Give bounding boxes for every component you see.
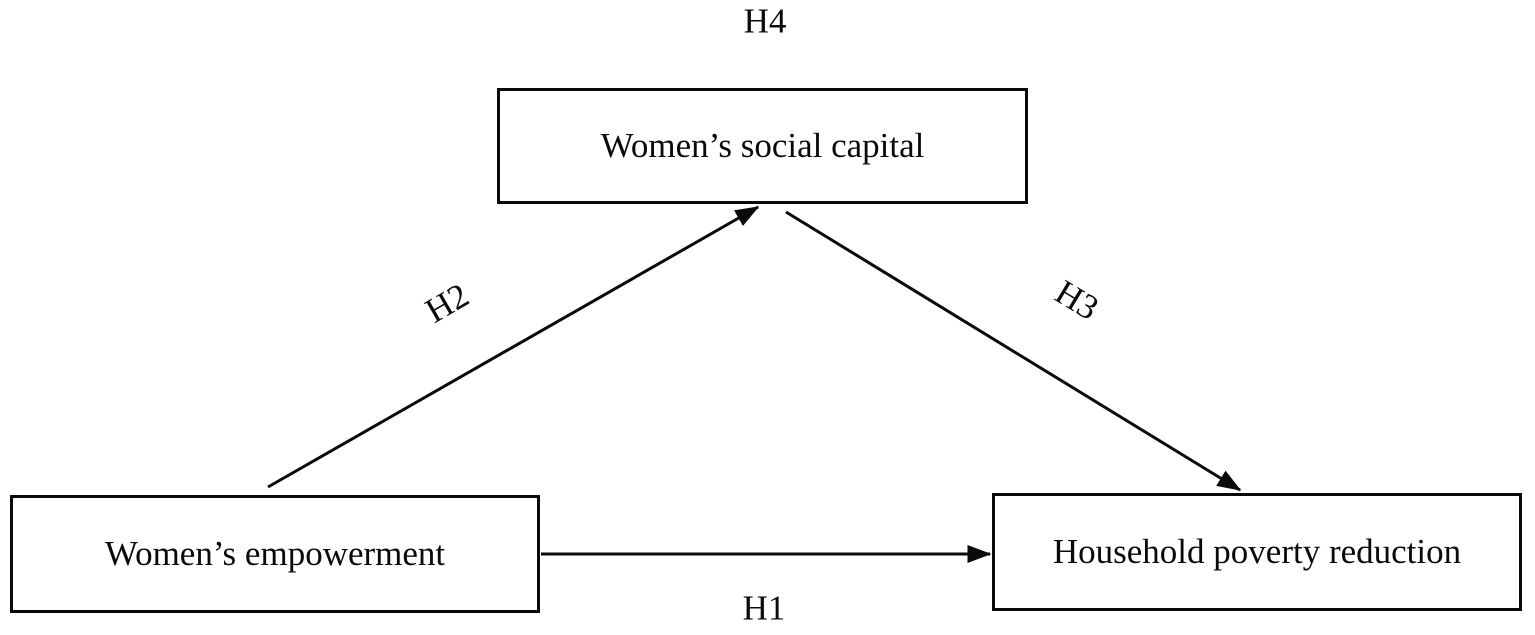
node-household-poverty-reduction: Household poverty reduction — [992, 493, 1522, 611]
arrow-h2 — [267, 205, 760, 489]
node-womens-social-capital: Women’s social capital — [497, 88, 1028, 204]
node-womens-social-capital-label: Women’s social capital — [600, 125, 925, 165]
hypothesis-label-h4: H4 — [743, 1, 787, 41]
hypothesis-label-h1: H1 — [742, 588, 786, 628]
arrow-h3 — [785, 210, 1242, 492]
node-womens-empowerment-label: Women’s empowerment — [104, 533, 446, 573]
node-womens-empowerment: Women’s empowerment — [10, 495, 540, 613]
node-household-poverty-reduction-label: Household poverty reduction — [1052, 531, 1462, 571]
